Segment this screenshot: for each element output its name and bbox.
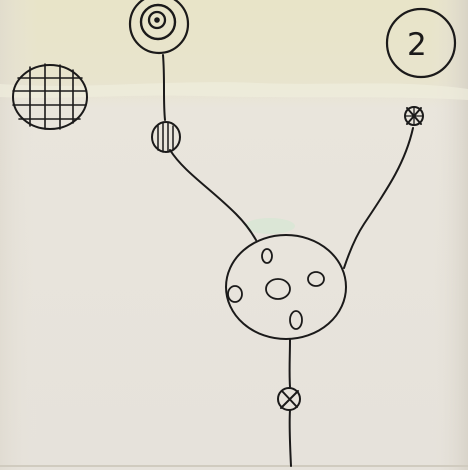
small-x-moon-top-right: [405, 107, 423, 125]
top-right-number: 2: [407, 27, 427, 63]
green-smudge: [245, 218, 295, 234]
